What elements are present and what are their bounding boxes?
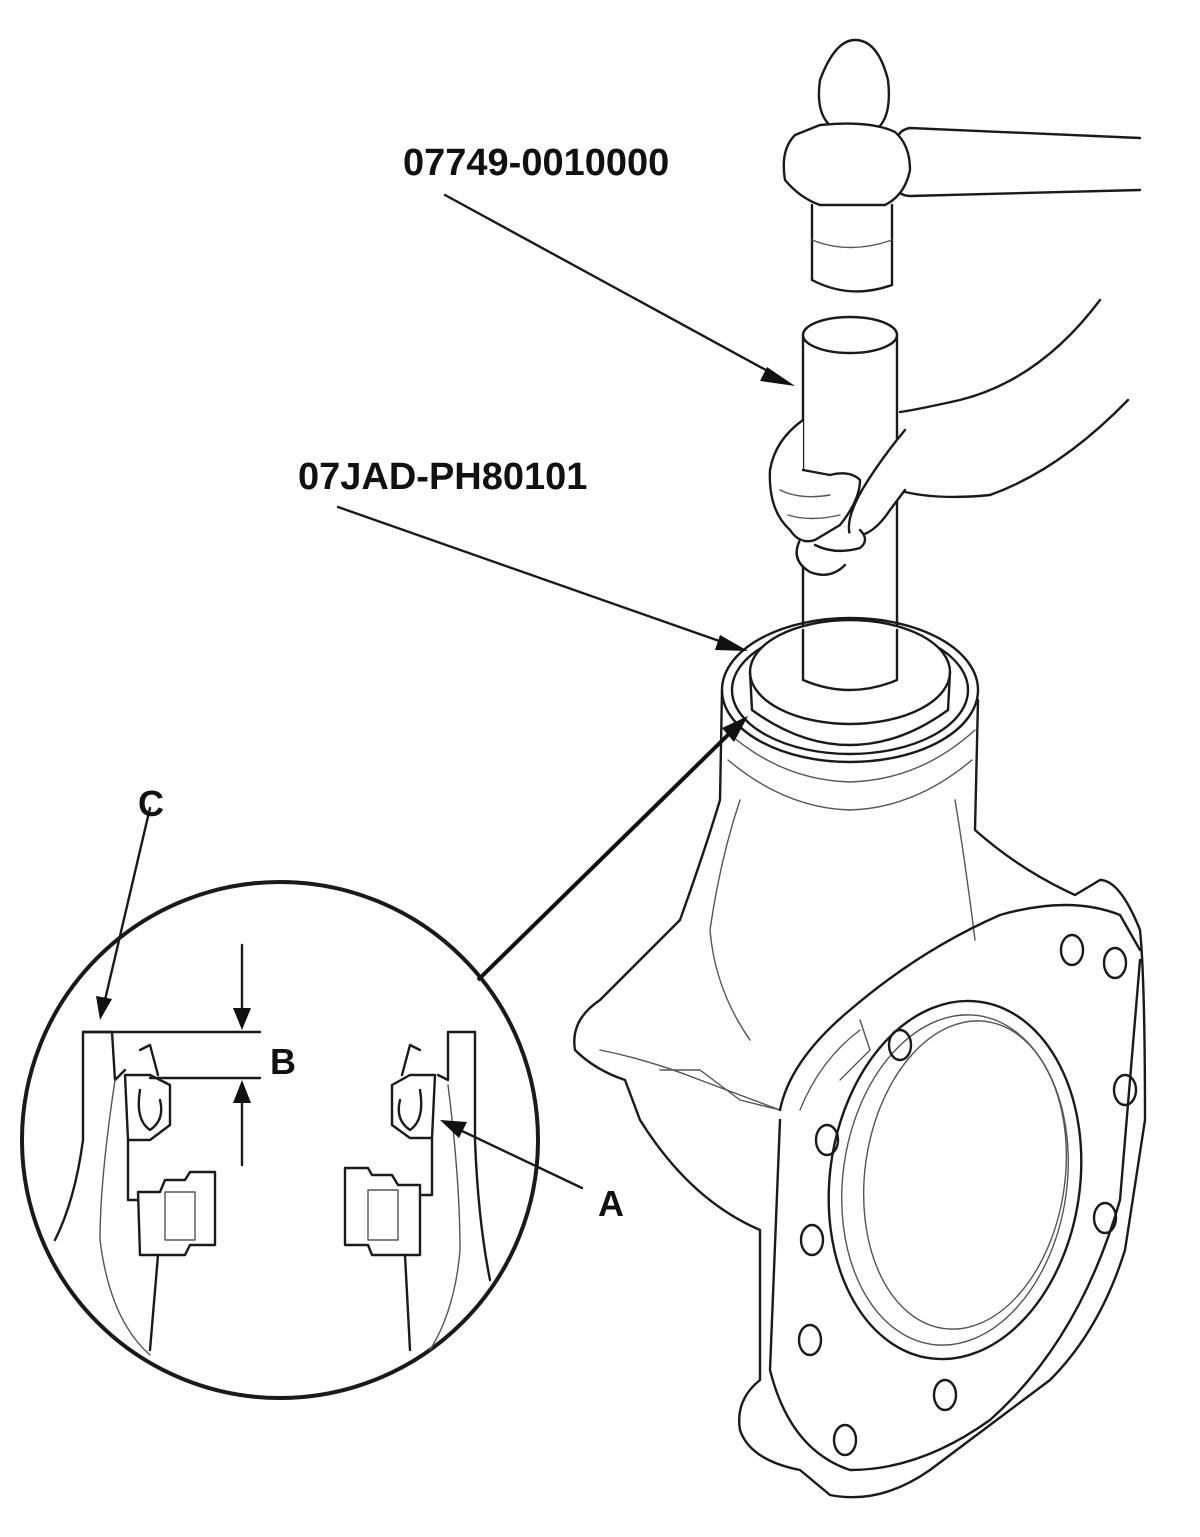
hammer-handle (893, 126, 1142, 198)
leader-tool-driver (443, 193, 777, 377)
callout-c-label: C (138, 783, 164, 824)
hammer-top-knob (817, 38, 891, 130)
callout-a-label: A (598, 1183, 624, 1224)
tool-driver-label: 07749-0010000 (403, 142, 670, 184)
detail-circle (20, 880, 540, 1400)
bolt-holes (797, 933, 1138, 1457)
housing (573, 688, 1147, 1499)
leader-a (458, 1128, 584, 1190)
attachment-and-seal (720, 616, 980, 811)
detail-view (20, 716, 748, 1400)
hammer-head (782, 122, 912, 207)
leader-lines (96, 193, 795, 1190)
hammer-face (810, 203, 894, 293)
tool-attachment-label: 07JAD-PH80101 (298, 456, 588, 498)
hand (768, 298, 1130, 576)
leader-c (103, 806, 152, 1002)
hammer (782, 38, 1142, 293)
leader-tool-attachment (336, 505, 727, 645)
dimension-b (81, 943, 262, 1167)
callout-b-label: B (270, 1041, 296, 1082)
